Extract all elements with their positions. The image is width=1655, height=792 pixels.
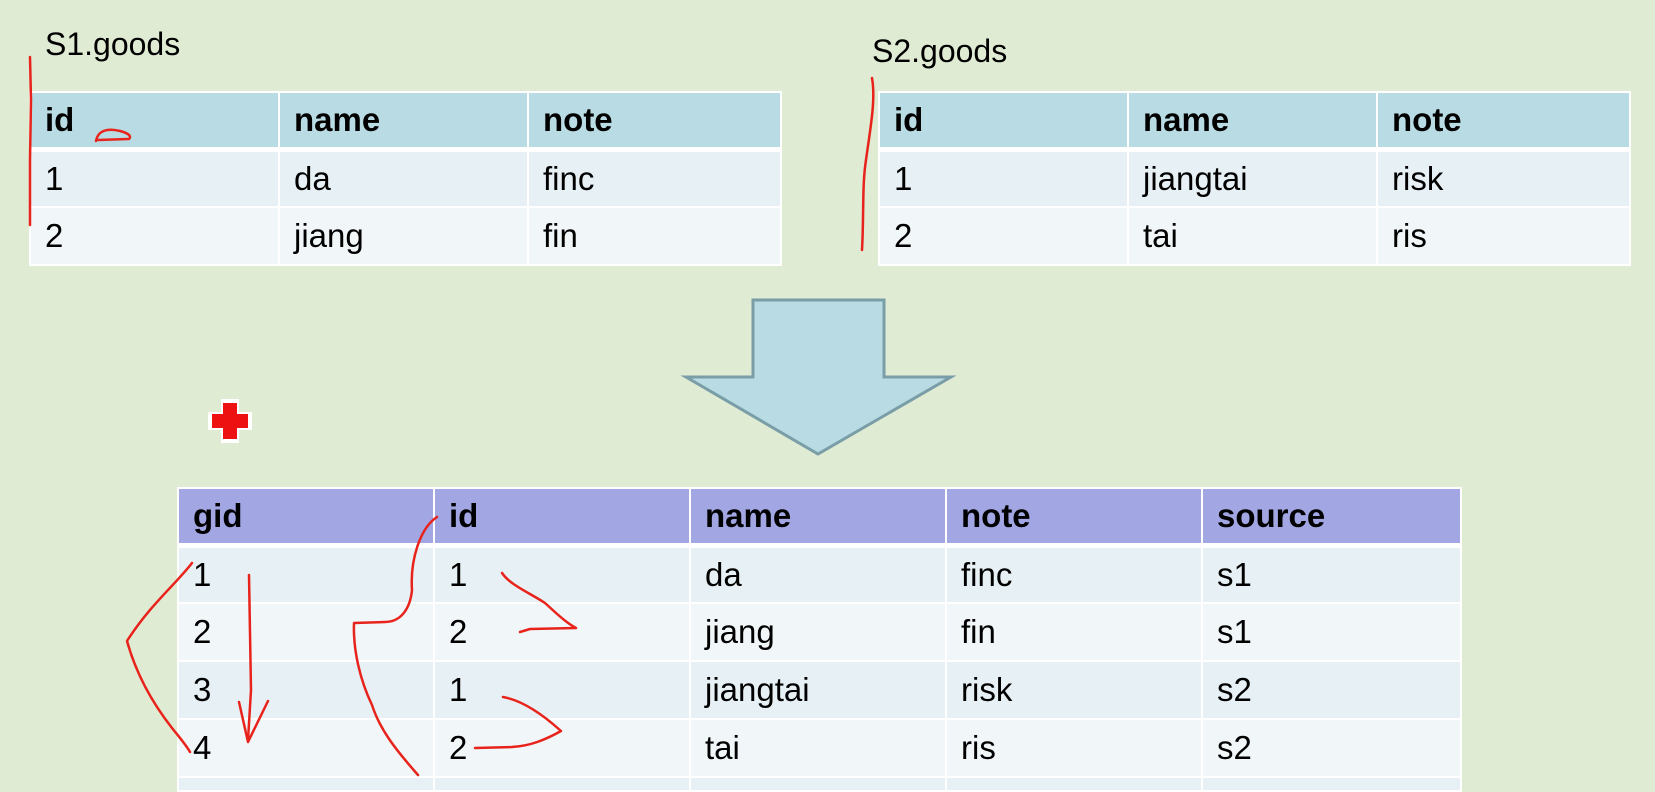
column-header-note: note [527, 91, 782, 152]
cell-note: finc [945, 544, 1203, 604]
ink-stroke [28, 55, 33, 227]
column-header-note: note [1376, 91, 1631, 152]
cell-note: ris [1376, 206, 1631, 266]
cell-id: 1 [29, 148, 280, 208]
table-row: 2 jiang fin [29, 206, 782, 266]
s1-goods-table: id name note 1 da finc 2 jiang fin [29, 91, 782, 266]
table-row: 3 1 jiangtai risk s2 [177, 660, 1462, 720]
table-row: 2 2 jiang fin s1 [177, 602, 1462, 662]
table-row: 2 tai ris [878, 206, 1631, 266]
cell-empty [433, 776, 691, 792]
cell-name: jiangtai [689, 660, 947, 720]
cell-name: jiang [689, 602, 947, 662]
ink-stroke [860, 76, 875, 252]
cell-id: 1 [433, 660, 691, 720]
cell-gid: 1 [177, 544, 435, 604]
ink-stroke [94, 128, 132, 143]
s2-table-title: S2.goods [872, 33, 1008, 69]
cell-empty [689, 776, 947, 792]
cell-gid: 3 [177, 660, 435, 720]
cell-note: ris [945, 718, 1203, 778]
ink-stroke [125, 561, 194, 754]
cell-id: 2 [878, 206, 1129, 266]
table-row: 1 1 da finc s1 [177, 544, 1462, 604]
table-row: 1 jiangtai risk [878, 148, 1631, 208]
cell-name: jiang [278, 206, 529, 266]
cell-note: risk [945, 660, 1203, 720]
cell-name: da [689, 544, 947, 604]
merged-goods-table: gid id name note source 1 1 da finc s1 2… [177, 487, 1462, 792]
cell-name: da [278, 148, 529, 208]
table-row: 1 da finc [29, 148, 782, 208]
ink-stroke [500, 571, 578, 634]
cell-source: s2 [1201, 718, 1462, 778]
cell-gid: 4 [177, 718, 435, 778]
column-header-note: note [945, 487, 1203, 548]
column-header-gid: gid [177, 487, 435, 548]
column-header-id: id [29, 91, 280, 152]
cell-id: 2 [29, 206, 280, 266]
ink-stroke [352, 515, 439, 777]
cell-id: 1 [878, 148, 1129, 208]
cell-name: jiangtai [1127, 148, 1378, 208]
cell-id: 1 [433, 544, 691, 604]
cell-note: fin [527, 206, 782, 266]
table-header-row: id name note [29, 91, 782, 152]
ink-stroke [237, 699, 270, 744]
s1-table-title: S1.goods [45, 26, 181, 62]
cell-source: s2 [1201, 660, 1462, 720]
column-header-id: id [878, 91, 1129, 152]
cell-note: fin [945, 602, 1203, 662]
table-row: 4 2 tai ris s2 [177, 718, 1462, 778]
column-header-id: id [433, 487, 691, 548]
column-header-name: name [1127, 91, 1378, 152]
column-header-source: source [1201, 487, 1462, 548]
cell-source: s1 [1201, 602, 1462, 662]
cell-gid: 2 [177, 602, 435, 662]
cell-note: risk [1376, 148, 1631, 208]
cell-id: 2 [433, 602, 691, 662]
cell-note: finc [527, 148, 782, 208]
s2-goods-table: id name note 1 jiangtai risk 2 tai ris [878, 91, 1631, 266]
cell-source: s1 [1201, 544, 1462, 604]
table-header-row: gid id name note source [177, 487, 1462, 548]
cell-name: tai [1127, 206, 1378, 266]
ink-stroke [246, 573, 253, 742]
column-header-name: name [689, 487, 947, 548]
cell-name: tai [689, 718, 947, 778]
table-header-row: id name note [878, 91, 1631, 152]
column-header-name: name [278, 91, 529, 152]
red-cross-pointer-icon [208, 399, 252, 443]
ink-stroke [473, 695, 563, 750]
down-arrow-icon [680, 298, 957, 456]
